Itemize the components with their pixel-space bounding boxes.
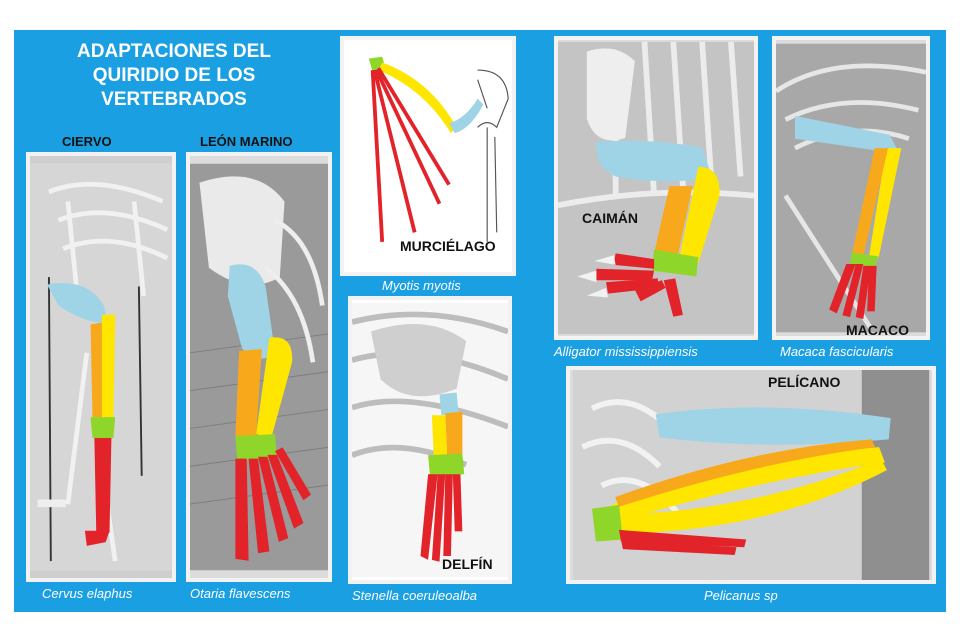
- leon-marino-limb-illustration: [190, 163, 328, 571]
- diagram-title: ADAPTACIONES DEL QUIRIDIO DE LOS VERTEBR…: [54, 40, 294, 112]
- panel-delfin: DELFÍN: [348, 296, 512, 584]
- panel-ciervo: [26, 152, 176, 582]
- title-line-3: VERTEBRADOS: [101, 89, 247, 110]
- panel-pelicano: PELÍCANO: [566, 366, 936, 584]
- panel-murcielago: MURCIÉLAGO: [340, 36, 516, 276]
- caiman-limb-illustration: [558, 41, 754, 335]
- label-leon-marino: LEÓN MARINO: [200, 134, 293, 149]
- panel-caiman: CAIMÁN: [554, 36, 758, 340]
- title-line-1: ADAPTACIONES DEL: [77, 41, 271, 62]
- species-macaco: Macaca fascicularis: [780, 344, 894, 359]
- macaco-limb-illustration: [776, 43, 926, 333]
- species-murcielago: Myotis myotis: [382, 278, 461, 293]
- label-delfin: DELFÍN: [442, 556, 493, 572]
- pelicano-limb-illustration: [572, 370, 930, 580]
- diagram-board: ADAPTACIONES DEL QUIRIDIO DE LOS VERTEBR…: [14, 30, 946, 612]
- delfin-limb-illustration: [352, 303, 508, 577]
- species-leon-marino: Otaria flavescens: [190, 586, 291, 601]
- label-caiman: CAIMÁN: [582, 210, 638, 226]
- panel-leon-marino: [186, 152, 332, 582]
- ciervo-limb-illustration: [30, 163, 172, 571]
- murcielago-limb-illustration: [344, 41, 512, 271]
- label-macaco: MACACO: [846, 322, 909, 338]
- label-ciervo: CIERVO: [62, 134, 112, 149]
- species-delfin: Stenella coeruleoalba: [352, 588, 478, 603]
- title-line-2: QUIRIDIO DE LOS: [92, 65, 256, 86]
- species-ciervo: Cervus elaphus: [42, 586, 133, 601]
- panel-macaco: MACACO: [772, 36, 930, 340]
- label-murcielago: MURCIÉLAGO: [400, 238, 496, 254]
- species-pelicano: Pelicanus sp: [704, 588, 778, 603]
- label-pelicano: PELÍCANO: [768, 374, 841, 390]
- species-caiman: Alligator mississippiensis: [554, 344, 698, 359]
